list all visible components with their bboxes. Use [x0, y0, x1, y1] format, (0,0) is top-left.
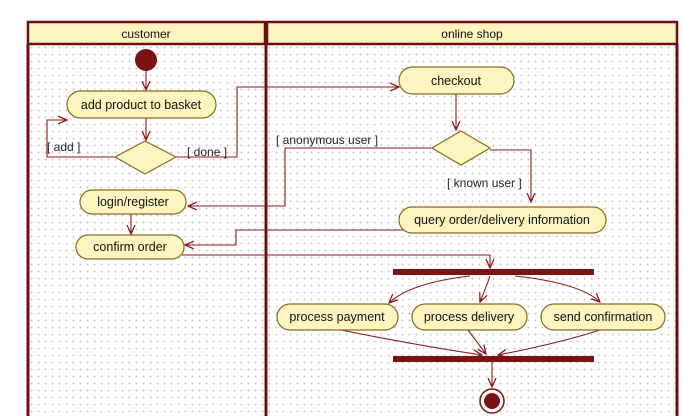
flow-confirm-to-fork — [182, 254, 490, 268]
flow-fork-to-confirmation — [514, 275, 600, 302]
flow-fork-to-payment — [389, 275, 471, 303]
flow-anonymous-to-login — [188, 147, 432, 206]
final-node-center — [484, 393, 500, 409]
action-add-product-to-basket — [66, 90, 217, 119]
fork-bar — [393, 269, 594, 275]
action-query-order-delivery — [398, 206, 607, 234]
action-label-query: query order/delivery information — [414, 213, 590, 227]
swimlane-title-online-shop: online shop — [441, 27, 503, 41]
action-login-register — [79, 189, 187, 215]
decision-node-basket — [113, 140, 178, 175]
action-label-confirmation: send confirmation — [554, 310, 653, 324]
swimlane-title-customer: customer — [121, 27, 170, 41]
guard-done: [ done ] — [187, 145, 227, 159]
action-checkout — [398, 66, 515, 95]
action-label-add-product: add product to basket — [81, 98, 202, 112]
guard-anonymous-user: [ anonymous user ] — [276, 133, 378, 147]
action-process-payment — [276, 303, 399, 331]
action-label-confirm: confirm order — [93, 240, 167, 254]
flow-payment-to-join — [340, 329, 482, 355]
action-process-delivery — [411, 303, 528, 331]
flow-known-to-query — [490, 149, 531, 202]
flow-fork-to-delivery — [480, 275, 491, 302]
action-label-checkout: checkout — [431, 74, 482, 88]
action-label-login: login/register — [97, 195, 169, 209]
action-label-delivery: process delivery — [424, 310, 515, 324]
initial-node — [135, 49, 157, 71]
action-label-payment: process payment — [289, 310, 385, 324]
join-bar — [393, 356, 594, 362]
action-send-confirmation — [540, 303, 666, 331]
flow-add-loop — [46, 120, 115, 158]
action-confirm-order — [75, 234, 185, 260]
flow-delivery-to-join — [467, 329, 486, 354]
guard-add: [ add ] — [47, 140, 80, 154]
flow-done-to-checkout — [176, 87, 399, 158]
flow-confirmation-to-join — [498, 329, 601, 355]
guard-known-user: [ known user ] — [447, 176, 522, 190]
decision-node-user-type — [430, 130, 492, 166]
